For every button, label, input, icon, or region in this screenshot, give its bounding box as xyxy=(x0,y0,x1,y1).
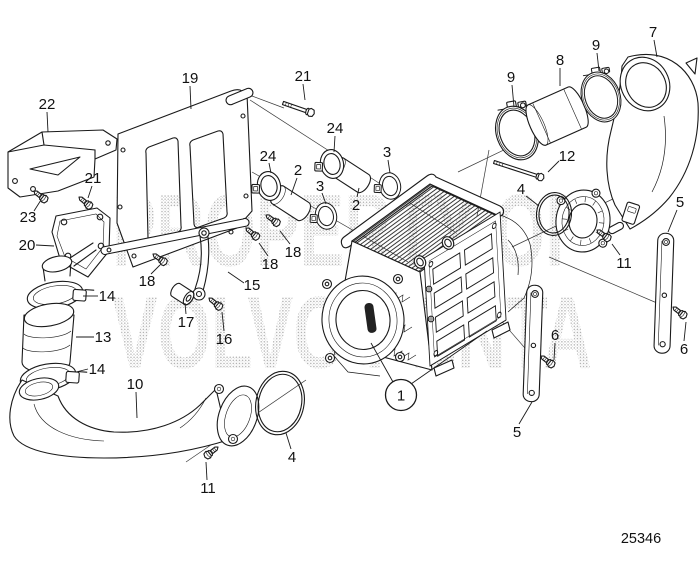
svg-text:23: 23 xyxy=(20,209,37,226)
svg-text:17: 17 xyxy=(178,314,195,331)
svg-text:24: 24 xyxy=(260,148,277,165)
callout-1-assembly: 1 xyxy=(370,330,488,412)
svg-text:5: 5 xyxy=(676,194,684,211)
part-support-bar xyxy=(100,217,250,256)
svg-text:22: 22 xyxy=(39,96,56,113)
callout-18-c: 18 xyxy=(279,230,302,261)
callout-6-left: 6 xyxy=(551,327,559,361)
svg-text:1: 1 xyxy=(397,388,405,405)
callout-5-left: 5 xyxy=(513,401,533,441)
callout-24-a: 24 xyxy=(260,148,277,174)
svg-text:3: 3 xyxy=(383,144,391,161)
callout-21-left: 21 xyxy=(85,170,102,199)
svg-text:4: 4 xyxy=(517,181,525,198)
callout-18-b: 18 xyxy=(258,242,279,273)
svg-text:16: 16 xyxy=(216,331,233,348)
svg-text:9: 9 xyxy=(507,69,515,86)
svg-text:7: 7 xyxy=(649,24,657,41)
callout-18-a: 18 xyxy=(139,264,161,290)
callout-11-right: 11 xyxy=(611,243,632,272)
svg-text:18: 18 xyxy=(139,273,156,290)
svg-text:11: 11 xyxy=(200,480,216,497)
part-sleeve-8 xyxy=(525,86,589,146)
callout-3-a: 3 xyxy=(316,178,327,205)
svg-text:14: 14 xyxy=(89,361,106,378)
svg-text:12: 12 xyxy=(559,148,576,165)
callout-17: 17 xyxy=(178,302,195,331)
callout-6-right: 6 xyxy=(680,321,688,358)
callout-23: 23 xyxy=(20,199,42,226)
part-hose-13 xyxy=(21,302,75,374)
svg-text:2: 2 xyxy=(294,162,302,179)
callout-11-bottom: 11 xyxy=(200,461,216,497)
svg-text:10: 10 xyxy=(127,376,144,393)
callout-5-right: 5 xyxy=(667,194,684,233)
svg-text:24: 24 xyxy=(327,120,344,137)
part-pipe-10 xyxy=(9,377,229,459)
callout-3-b: 3 xyxy=(383,144,391,174)
callout-4-right: 4 xyxy=(517,181,540,207)
callout-20: 20 xyxy=(19,237,55,254)
svg-text:5: 5 xyxy=(513,424,521,441)
part-spacer-17 xyxy=(170,282,195,306)
svg-text:13: 13 xyxy=(95,329,112,346)
callout-14-top: 14 xyxy=(83,288,115,305)
callout-12: 12 xyxy=(547,148,576,173)
part-strip-5-right xyxy=(653,232,675,355)
part-bolt-12 xyxy=(492,160,545,182)
svg-text:18: 18 xyxy=(285,244,302,261)
callout-14-bottom: 14 xyxy=(75,361,106,378)
screw-21-left xyxy=(75,193,95,212)
svg-text:14: 14 xyxy=(99,288,116,305)
svg-text:6: 6 xyxy=(551,327,559,344)
part-hose-clamp-14-top xyxy=(26,280,95,310)
svg-text:3: 3 xyxy=(316,178,324,195)
callout-7: 7 xyxy=(649,24,658,58)
callout-13: 13 xyxy=(76,329,111,346)
callout-2-a: 2 xyxy=(290,162,302,196)
part-bolt-21-top xyxy=(281,100,315,118)
callout-24-b: 24 xyxy=(327,120,344,153)
part-strap-15 xyxy=(192,227,210,301)
svg-text:2: 2 xyxy=(352,197,360,214)
callout-8: 8 xyxy=(556,52,564,86)
svg-text:21: 21 xyxy=(295,68,312,85)
svg-text:15: 15 xyxy=(244,277,261,294)
callout-9-left: 9 xyxy=(507,69,515,108)
svg-text:8: 8 xyxy=(556,52,564,69)
svg-text:18: 18 xyxy=(262,256,279,273)
svg-text:21: 21 xyxy=(85,170,102,187)
callout-4-bottom: 4 xyxy=(285,432,296,466)
part-strip-5-left xyxy=(522,284,544,403)
svg-text:20: 20 xyxy=(19,237,36,254)
svg-text:6: 6 xyxy=(680,341,688,358)
svg-text:9: 9 xyxy=(592,37,600,54)
part-charge-air-cooler xyxy=(321,173,533,377)
callout-15: 15 xyxy=(227,271,261,294)
svg-text:4: 4 xyxy=(288,449,296,466)
figure-number: 25346 xyxy=(621,531,661,547)
svg-text:11: 11 xyxy=(616,255,632,272)
part-outlet-stub xyxy=(41,242,97,282)
callout-19: 19 xyxy=(182,70,199,110)
screw-6-right xyxy=(669,303,690,321)
part-oring-4-right xyxy=(535,191,573,237)
callout-16: 16 xyxy=(216,311,233,348)
callout-10: 10 xyxy=(127,376,144,419)
cooler-inlet-flange xyxy=(321,273,406,365)
part-pipe7-flange xyxy=(555,188,611,253)
callout-21-top: 21 xyxy=(295,68,312,101)
callout-22: 22 xyxy=(39,96,56,133)
part-oring-4-bottom xyxy=(255,370,305,436)
part-air-pipe-7 xyxy=(606,53,699,235)
svg-text:19: 19 xyxy=(182,70,199,87)
part-pipe10-flange xyxy=(213,383,260,447)
callout-9-right: 9 xyxy=(592,37,600,72)
part-bracket-22 xyxy=(7,129,118,198)
callouts: 22 19 21 24 3 24 2 3 2 9 8 9 7 12 4 11 5… xyxy=(19,24,689,497)
callout-2-b: 2 xyxy=(352,187,360,214)
